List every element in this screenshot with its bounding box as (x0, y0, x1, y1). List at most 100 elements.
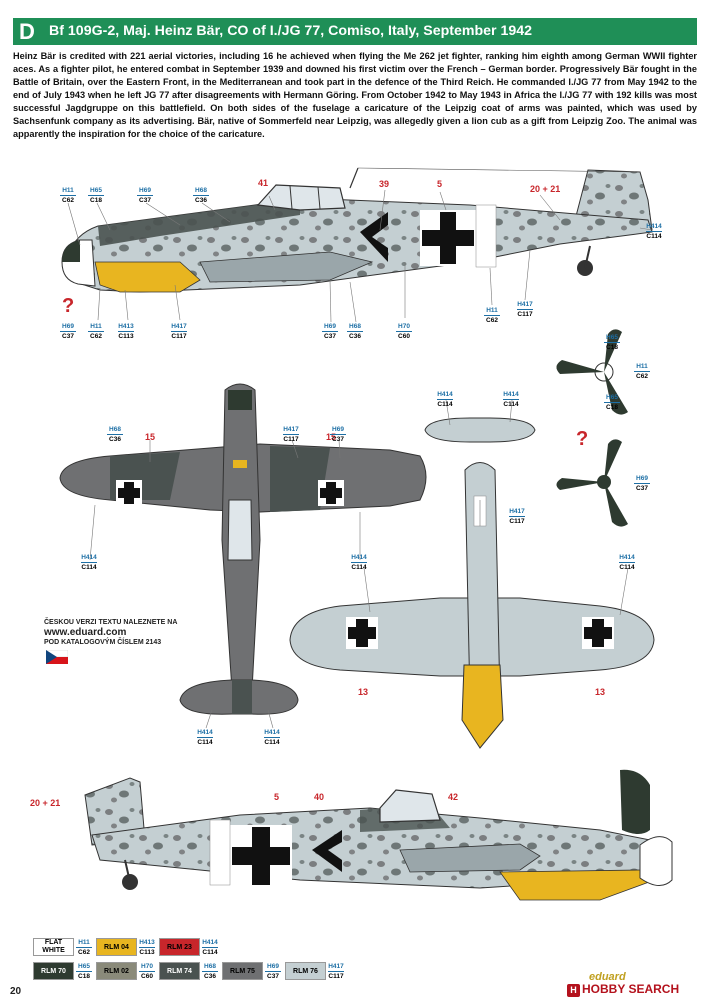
callout-ccode: C62 (636, 373, 648, 380)
callout-hcode: H65 (88, 186, 104, 196)
callout-hcode: H414 (81, 554, 97, 563)
callout-hcode: H414 (503, 391, 519, 400)
marker-13-right: 13 (595, 687, 605, 697)
callout-hcode: H69 (60, 322, 76, 332)
callout-hcode: H11 (60, 186, 76, 196)
legend-hcode: H11 (76, 938, 92, 948)
callout-hcode: H11 (484, 306, 500, 316)
top-view (59, 383, 427, 715)
callout-hcode: H417 (171, 323, 187, 332)
question-mark-1: ? (62, 295, 74, 317)
czech-line-1: ČESKOU VERZI TEXTU NALEZNETE NA (44, 619, 178, 626)
legend-swatch: FLAT WHITE (33, 938, 74, 956)
callout-ccode: C117 (171, 333, 187, 340)
callout-hcode: H413 (118, 323, 134, 332)
marker-20-21-lower: 20 + 21 (30, 798, 60, 808)
callout-ccode: C114 (437, 401, 453, 408)
callout-ccode: C113 (118, 333, 134, 340)
legend-swatch: RLM 76 (285, 962, 326, 980)
page-number: 20 (10, 986, 22, 997)
callout-ccode: C114 (503, 401, 519, 408)
callout-hcode: H69 (137, 186, 153, 196)
callout-ccode: C18 (606, 344, 618, 351)
callout-ccode: C117 (283, 436, 299, 443)
marker-13-left: 13 (358, 687, 368, 697)
legend-hcode: H70 (139, 962, 155, 972)
callout-ccode: C18 (90, 197, 102, 204)
leader-lines (67, 189, 653, 729)
callout-hcode: H414 (619, 554, 635, 563)
callout-ccode: C36 (109, 436, 121, 443)
marker-39: 39 (379, 179, 389, 189)
marker-5: 5 (437, 179, 442, 189)
marker-42: 42 (448, 792, 458, 802)
callout-hcode: H68 (193, 186, 209, 196)
legend-swatch: RLM 75 (222, 962, 263, 980)
legend-hcode: H414 (202, 939, 218, 948)
profile-header: D Bf 109G-2, Maj. Heinz Bär, CO of I./JG… (13, 18, 697, 45)
stencil-markers: 41 39 5 20 + 21 15 15 13 13 20 + 21 5 40… (30, 178, 605, 808)
legend-swatch: RLM 02 (96, 962, 137, 980)
callout-hcode: H70 (396, 322, 412, 332)
callout-ccode: C37 (332, 436, 344, 443)
legend-ccode: C37 (267, 973, 279, 980)
callout-ccode: C114 (646, 233, 662, 240)
legend-ccode: C62 (78, 949, 90, 956)
czech-url[interactable]: www.eduard.com (44, 627, 127, 638)
marker-40: 40 (314, 792, 324, 802)
callout-ccode: C60 (398, 333, 410, 340)
profile-letter: D (19, 19, 35, 44)
callout-ccode: C117 (509, 518, 525, 525)
legend-ccode: C117 (328, 973, 344, 980)
callout-ccode: C37 (636, 485, 648, 492)
callout-hcode: H69 (322, 322, 338, 332)
callout-hcode: H11 (634, 362, 650, 372)
callout-ccode: C36 (195, 197, 207, 204)
history-text: Heinz Bär is credited with 221 aerial vi… (13, 51, 697, 139)
callout-hcode: H414 (264, 729, 280, 738)
callout-hcode: H414 (437, 391, 453, 400)
propeller-detail-1 (556, 329, 628, 415)
hobbysearch-logo-icon: H (567, 984, 580, 997)
marker-5-lower: 5 (274, 792, 279, 802)
callout-ccode: C18 (606, 404, 618, 411)
marker-41: 41 (258, 178, 268, 188)
legend-hcode: H417 (328, 963, 344, 972)
eduard-watermark: eduard (589, 971, 626, 983)
callout-ccode: C36 (349, 333, 361, 340)
legend-ccode: C60 (141, 973, 153, 980)
callout-ccode: C62 (90, 333, 102, 340)
legend-swatch: RLM 23 (159, 938, 200, 956)
callout-ccode: C114 (351, 564, 367, 571)
question-mark-2: ? (576, 428, 588, 450)
legend-swatch: RLM 74 (159, 962, 200, 980)
callout-hcode: H417 (283, 426, 299, 435)
